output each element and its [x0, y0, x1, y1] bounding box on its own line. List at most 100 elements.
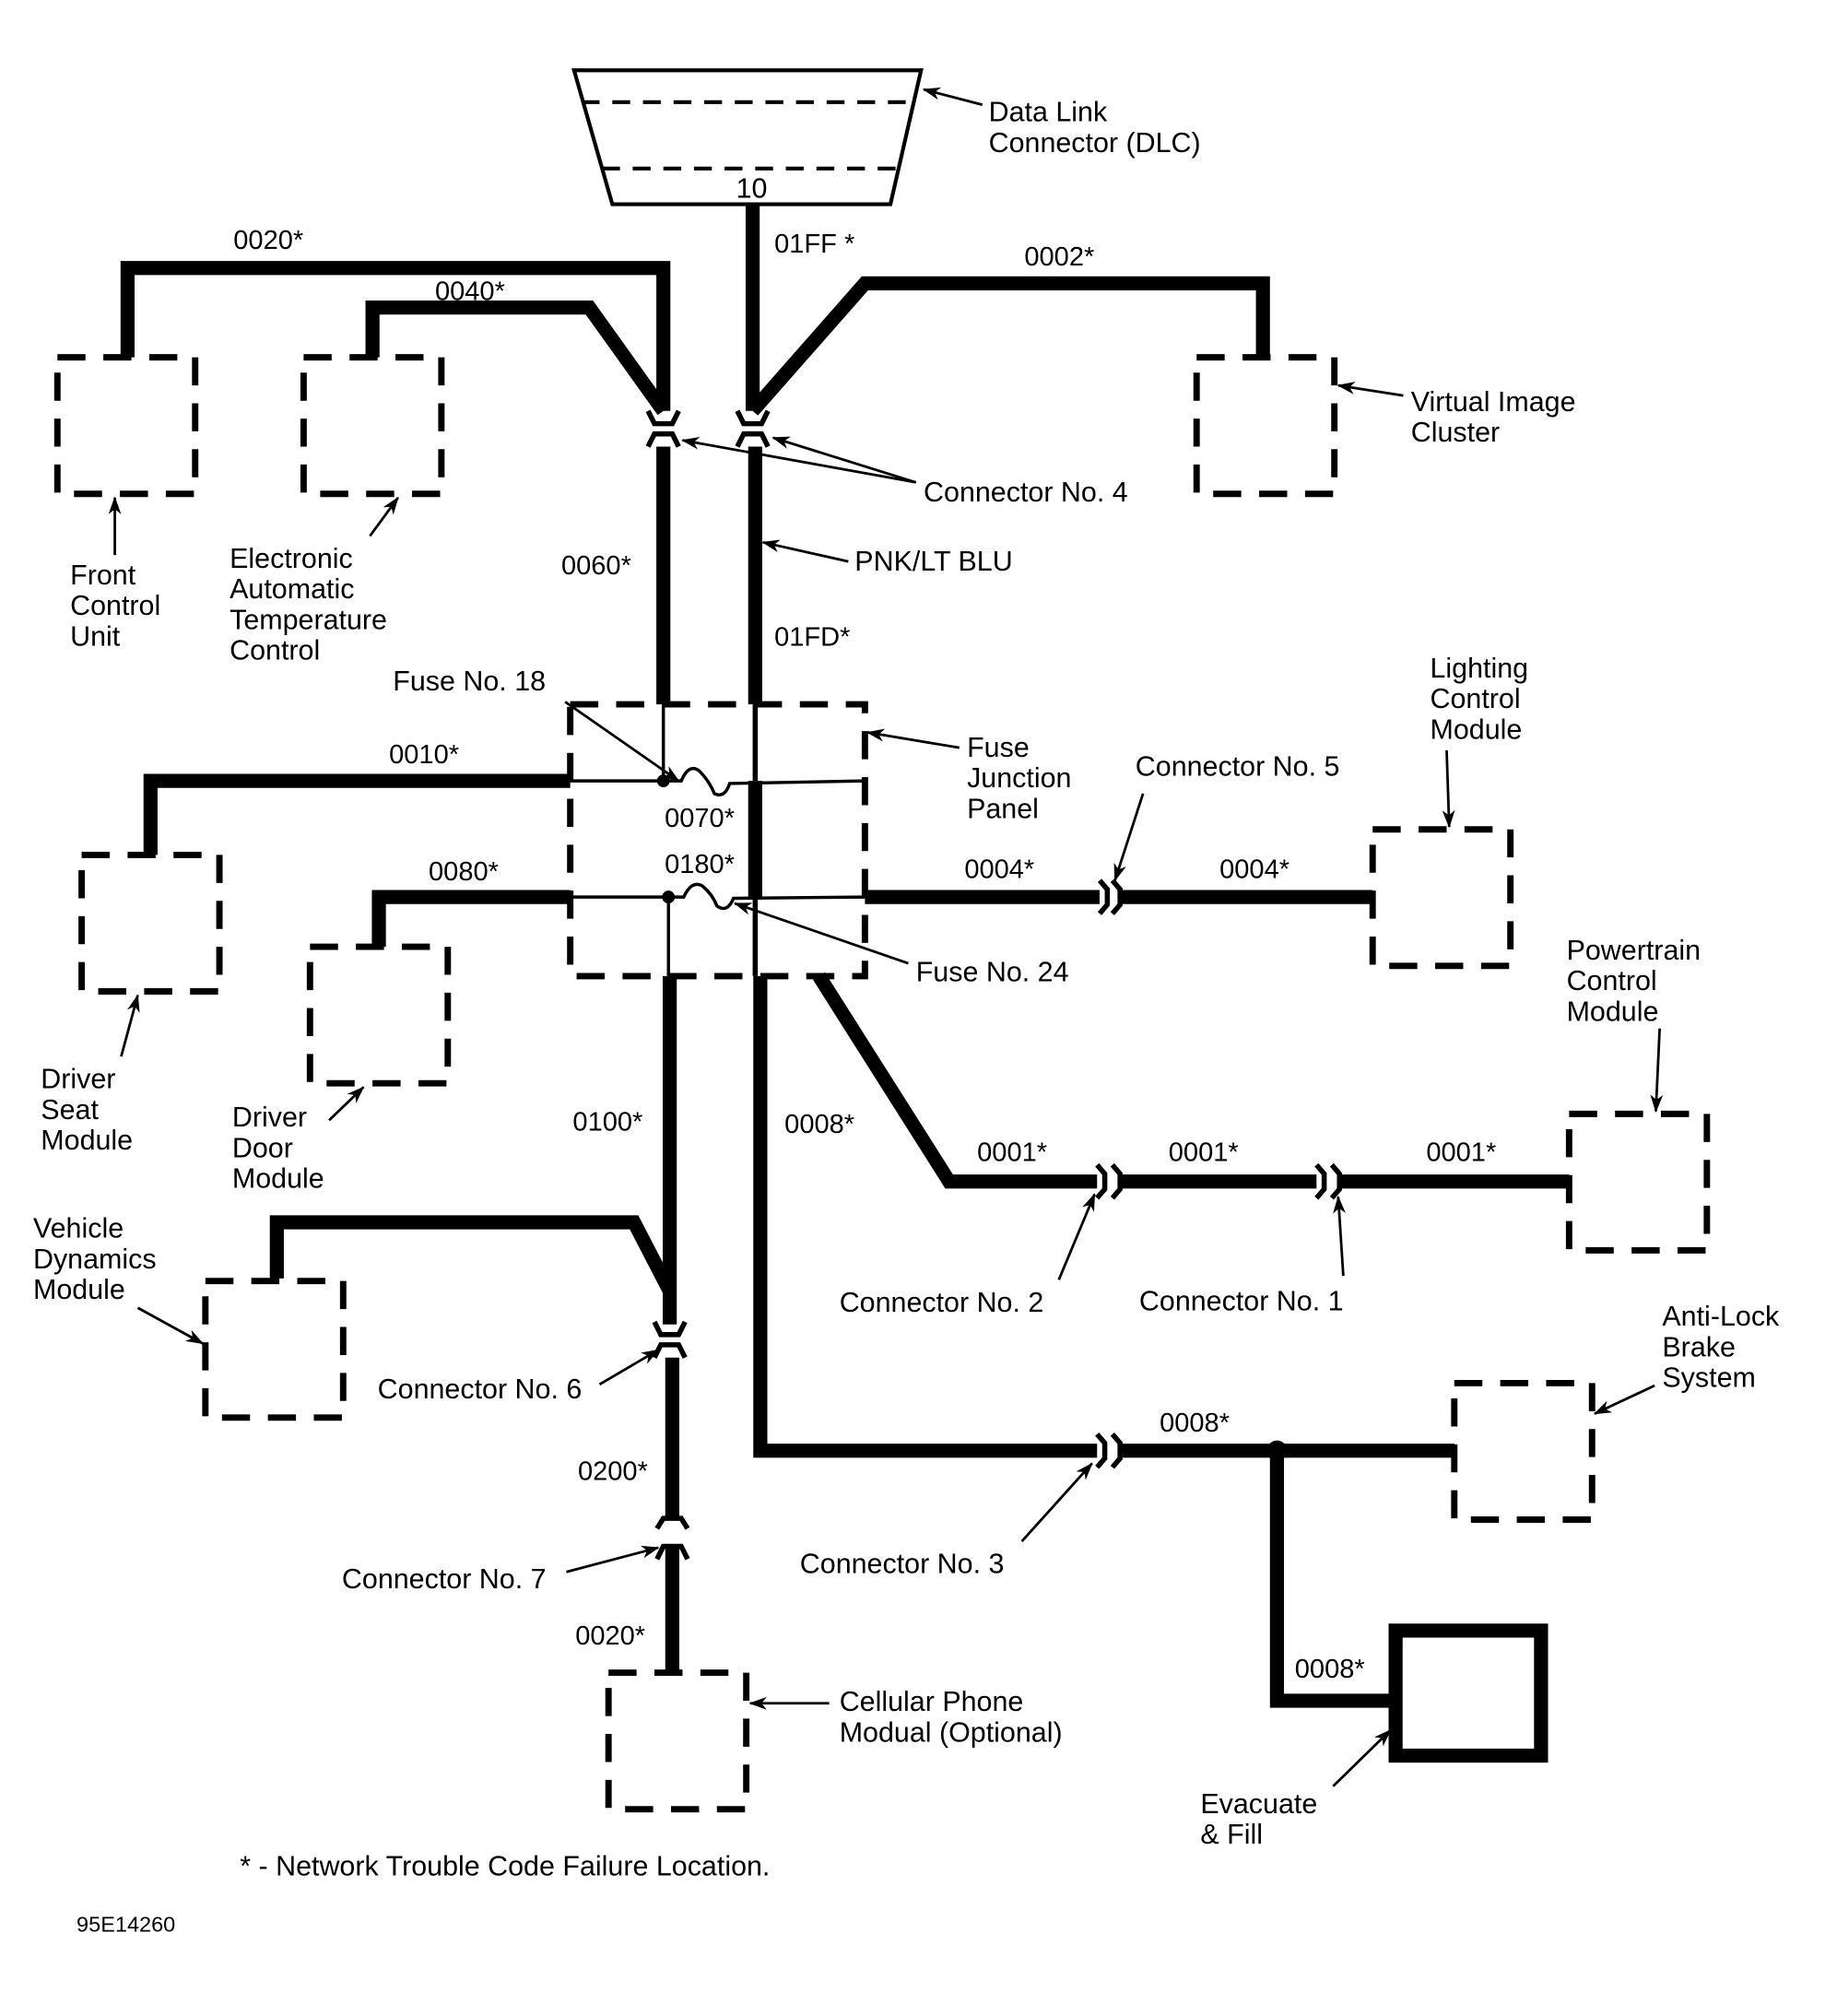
- wire-0080: [371, 890, 571, 948]
- connector-2-leader: [1057, 1193, 1096, 1280]
- connector-4-leader-a: [681, 436, 916, 484]
- cpm-label-2: Modual (Optional): [840, 1716, 1063, 1748]
- fuse-18-leader: [564, 701, 680, 783]
- fcu-label-2: Control: [70, 590, 160, 621]
- dsm-leader: [120, 994, 140, 1057]
- junction-dot-fuse18: [656, 774, 670, 788]
- connector-1-label: Connector No. 1: [1139, 1286, 1344, 1317]
- code-0060: 0060*: [561, 551, 631, 581]
- fjp-label-1: Fuse: [967, 732, 1030, 763]
- pcm-label-2: Control: [1567, 965, 1657, 996]
- vehicle-dynamics-module-box[interactable]: [202, 1278, 347, 1421]
- vdm-label-1: Vehicle: [33, 1213, 124, 1244]
- fjp-label-3: Panel: [967, 793, 1039, 824]
- driver-door-module-box[interactable]: [306, 943, 452, 1087]
- powertrain-control-module-box[interactable]: [1565, 1110, 1711, 1254]
- connector-6-leader: [598, 1349, 660, 1385]
- wire-0040: [365, 301, 669, 416]
- dlc-leader: [922, 87, 983, 106]
- ddm-label-3: Module: [232, 1163, 324, 1195]
- code-0040: 0040*: [435, 277, 505, 306]
- fcu-label-1: Front: [70, 560, 136, 591]
- pcm-label-3: Module: [1567, 996, 1659, 1027]
- figure-id: 95E14260: [77, 1913, 175, 1937]
- pcm-label-1: Powertrain: [1567, 935, 1702, 966]
- code-0008-main: 0008*: [784, 1110, 854, 1139]
- ef-label-1: Evacuate: [1200, 1788, 1317, 1820]
- connector-no-6: [652, 1320, 688, 1359]
- connector-no-2: [1095, 1162, 1123, 1200]
- abs-leader: [1593, 1384, 1655, 1415]
- fjp-label-2: Junction: [967, 762, 1071, 794]
- code-0001-b: 0001*: [1169, 1138, 1239, 1168]
- dsm-label-3: Module: [41, 1125, 133, 1156]
- evacuate-fill-box[interactable]: [1388, 1623, 1548, 1763]
- code-0008-abs: 0008*: [1160, 1409, 1230, 1438]
- ddm-label-1: Driver: [232, 1102, 307, 1133]
- wire-color-label: PNK/LT BLU: [854, 546, 1012, 577]
- abs-label-2: Brake: [1662, 1331, 1736, 1362]
- dsm-label-2: Seat: [41, 1094, 99, 1126]
- ddm-leader: [328, 1086, 365, 1122]
- dsm-label-1: Driver: [41, 1064, 115, 1095]
- fuse-junction-panel-box[interactable]: [567, 701, 868, 980]
- vic-label-1: Virtual Image: [1411, 386, 1576, 418]
- legend-text: * - Network Trouble Code Failure Locatio…: [240, 1851, 770, 1882]
- code-01ff: 01FF *: [774, 230, 854, 259]
- code-01fd: 01FD*: [774, 622, 850, 652]
- driver-seat-module-box[interactable]: [78, 851, 223, 995]
- vdm-label-3: Module: [33, 1274, 125, 1305]
- eatc-label-3: Temperature: [230, 604, 387, 635]
- connector-no-3: [1095, 1432, 1123, 1469]
- code-0020-top: 0020*: [233, 226, 303, 255]
- code-0100: 0100*: [572, 1107, 642, 1137]
- fuse-18-label: Fuse No. 18: [393, 666, 546, 697]
- cellular-phone-module-box[interactable]: [605, 1669, 750, 1813]
- front-control-unit-box[interactable]: [53, 354, 199, 498]
- connector-no-4: [645, 409, 771, 448]
- lcm-label-2: Control: [1430, 683, 1520, 714]
- vdm-label-2: Dynamics: [33, 1244, 157, 1275]
- fjp-bus-upper: [570, 766, 866, 797]
- code-0070: 0070*: [665, 804, 735, 833]
- wire-vdm: [269, 1215, 677, 1295]
- eatc-box[interactable]: [300, 354, 445, 498]
- virtual-image-cluster-box[interactable]: [1193, 354, 1338, 498]
- eatc-label-4: Control: [230, 635, 320, 666]
- wire-0008-trunk: [753, 975, 1098, 1458]
- abs-label-1: Anti-Lock: [1662, 1301, 1780, 1332]
- connector-3-label: Connector No. 3: [800, 1549, 1005, 1580]
- eatc-label-2: Automatic: [230, 573, 354, 605]
- ddm-label-2: Door: [232, 1132, 293, 1163]
- abs-label-3: System: [1662, 1362, 1755, 1394]
- cpm-label-1: Cellular Phone: [840, 1686, 1024, 1717]
- lighting-control-module-box[interactable]: [1369, 826, 1514, 970]
- fuse-24-leader: [733, 902, 909, 965]
- connector-5-leader: [1113, 793, 1145, 882]
- code-0002: 0002*: [1024, 242, 1094, 272]
- code-0004-b: 0004*: [1219, 855, 1289, 884]
- wire-0008-fill: [1269, 1450, 1396, 1708]
- lcm-label-3: Module: [1430, 713, 1522, 745]
- code-0080: 0080*: [429, 857, 499, 887]
- wire-0002: [747, 276, 1270, 416]
- fuse-24-label: Fuse No. 24: [916, 956, 1069, 987]
- anti-lock-brake-system-box[interactable]: [1451, 1379, 1596, 1523]
- connector-7-label: Connector No. 7: [342, 1563, 547, 1595]
- vic-leader: [1337, 382, 1404, 397]
- code-0004-a: 0004*: [964, 855, 1034, 884]
- vdm-leader: [136, 1306, 205, 1345]
- lcm-label-1: Lighting: [1430, 653, 1528, 684]
- connector-no-5: [1097, 878, 1123, 915]
- connector-1-leader: [1333, 1195, 1346, 1277]
- wire-0010: [143, 773, 571, 855]
- fcu-label-3: Unit: [70, 620, 121, 652]
- code-0008-fill: 0008*: [1295, 1655, 1365, 1684]
- connector-4-leader-b: [771, 436, 917, 484]
- connector-5-label: Connector No. 5: [1136, 751, 1340, 783]
- code-0010: 0010*: [389, 740, 459, 770]
- eatc-label-1: Electronic: [230, 543, 353, 574]
- wire-0008-pcm-branch: [813, 972, 1098, 1189]
- connector-no-1: [1314, 1162, 1342, 1200]
- code-0001-c: 0001*: [1426, 1138, 1496, 1168]
